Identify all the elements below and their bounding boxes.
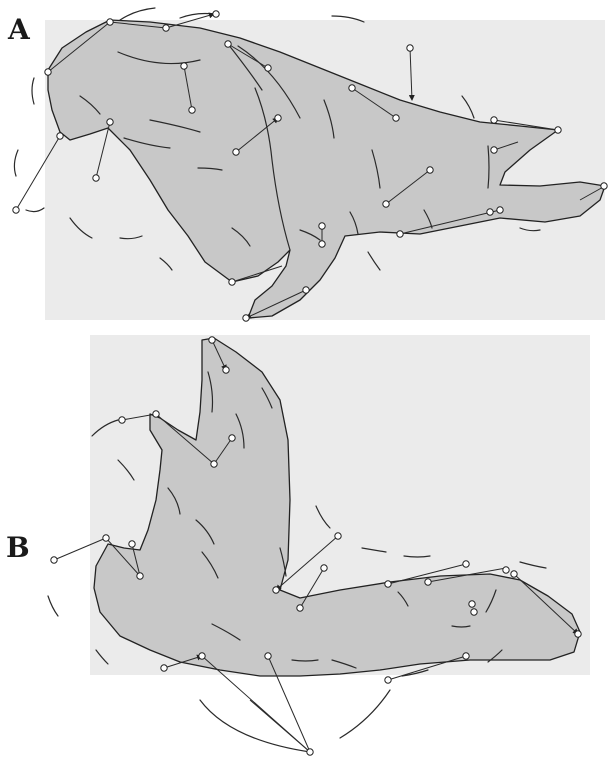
- panel-b: [48, 335, 590, 755]
- panel-a: [13, 8, 607, 321]
